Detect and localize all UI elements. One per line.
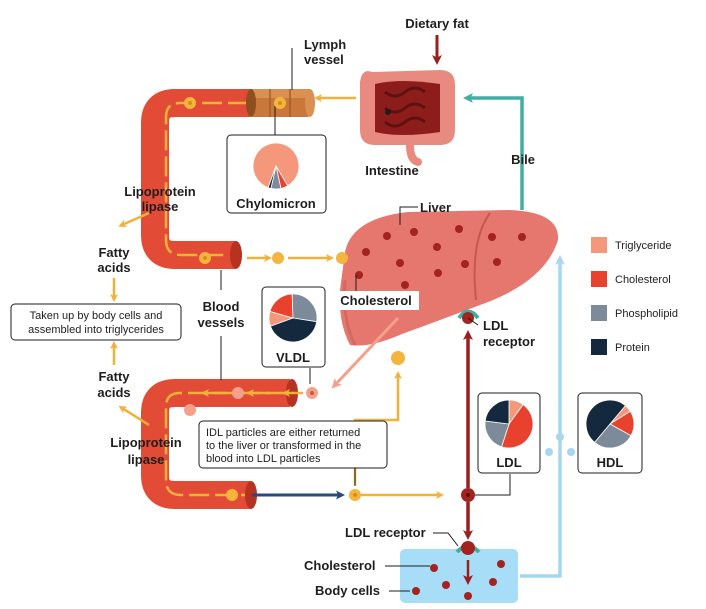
- hdl-particle-3: [567, 448, 575, 456]
- legend-label-triglyceride: Triglyceride: [615, 240, 671, 252]
- pie-ldl-slice-cholesterol: [501, 404, 534, 449]
- pie-chylomicron-slice-triglyceride: [252, 142, 300, 189]
- vldl-particle-1: [306, 387, 318, 399]
- chylomicron-particle-5: [336, 252, 348, 264]
- legend-swatch-phospholipid: [591, 305, 607, 321]
- pie-hdl-slice-protein: [585, 399, 626, 443]
- pie-vldl-slice-protein: [269, 317, 318, 343]
- blood-vessels-label-2: vessels: [198, 315, 245, 330]
- ldl-receptor-cells-label: LDL receptor: [345, 525, 426, 540]
- lymph-vessel-label-2: vessel: [304, 52, 344, 67]
- hdl-box: HDL: [577, 392, 643, 474]
- dietary-fat-label: Dietary fat: [405, 16, 469, 31]
- chylomicron-particle-2: [274, 97, 286, 109]
- lymph-vessel-label-1: Lymph: [304, 37, 346, 52]
- ldl-label: LDL: [496, 455, 521, 470]
- chylomicron-pie-chart: [252, 142, 300, 190]
- hdl-particle-2: [545, 448, 553, 456]
- legend-swatch-cholesterol: [591, 271, 607, 287]
- lymph-vessel: [246, 89, 315, 117]
- bile-label: Bile: [511, 152, 535, 167]
- vldl-box: VLDL: [261, 286, 326, 368]
- blood-vessels-label-1: Blood: [203, 299, 240, 314]
- pie-ldl-slice-phospholipid: [484, 420, 510, 448]
- vldl-particle-2: [232, 387, 244, 399]
- body-cells-label: Body cells: [315, 583, 380, 598]
- cholesterol-cells-label: Cholesterol: [304, 558, 376, 573]
- ldl-pie-chart: [484, 399, 534, 449]
- taken-up-box: Taken up by body cells and assembled int…: [10, 303, 182, 341]
- legend-label-cholesterol: Cholesterol: [615, 274, 671, 286]
- flow-arrows: [110, 35, 565, 592]
- liver-label: Liver: [420, 200, 451, 215]
- chylomicron-label: Chylomicron: [236, 196, 316, 211]
- taken-up-line-1: Taken up by body cells and: [30, 310, 163, 322]
- lipoprotein-lipase-top-2: lipase: [142, 199, 179, 214]
- hdl-particle-1: [556, 433, 564, 441]
- pie-ldl-slice-protein: [484, 399, 510, 425]
- legend-swatch-triglyceride: [591, 237, 607, 253]
- ldl-particle: [461, 488, 475, 502]
- ldl-box: LDL: [477, 392, 541, 474]
- pie-chylomicron-slice-protein: [267, 165, 277, 189]
- idl-particle-2: [349, 489, 361, 501]
- idl-note-line-2: to the liver or transformed in the: [206, 440, 361, 452]
- idl-note-line-1: IDL particles are either returned: [206, 427, 360, 439]
- idl-particle-3: [391, 351, 405, 365]
- intestine-illustration: [360, 70, 455, 166]
- cholesterol-liver-label: Cholesterol: [340, 293, 412, 308]
- lipoprotein-lipase-top-1: Lipoprotein: [124, 184, 196, 199]
- idl-note-box: IDL particles are either returned to the…: [198, 420, 388, 469]
- vldl-particle-3: [184, 404, 196, 416]
- fatty-acids-top-2: acids: [97, 260, 130, 275]
- vldl-pie-chart: [268, 293, 318, 343]
- cholesterol-liver-tag: Cholesterol: [333, 291, 419, 310]
- cells-ldl-receptor: [455, 541, 481, 555]
- legend-swatch-protein: [591, 339, 607, 355]
- chylomicron-particle-1: [184, 97, 196, 109]
- lipoprotein-lipase-bottom-1: Lipoprotein: [110, 435, 182, 450]
- ldl-receptor-liver-1: LDL: [483, 318, 508, 333]
- pie-vldl-slice-phospholipid: [291, 293, 318, 323]
- labels: Dietary fat Lymph vessel Intestine Bile …: [97, 16, 535, 598]
- fatty-acids-bottom-2: acids: [97, 385, 130, 400]
- legend-label-phospholipid: Phospholipid: [615, 308, 678, 320]
- particles: [184, 97, 575, 502]
- vldl-label: VLDL: [276, 350, 310, 365]
- fatty-acids-top-1: Fatty: [98, 245, 130, 260]
- blood-vessel-top: [141, 89, 250, 269]
- idl-note-line-3: blood into LDL particles: [206, 453, 321, 465]
- chylomicron-particle-4: [272, 252, 284, 264]
- chylomicron-box: Chylomicron: [226, 134, 327, 214]
- chylomicron-particle-3: [199, 252, 211, 264]
- blood-vessel-bottom: [141, 379, 298, 509]
- legend-label-protein: Protein: [615, 342, 650, 354]
- body-cells: [400, 549, 518, 603]
- hdl-label: HDL: [597, 455, 624, 470]
- pie-hdl-slice-phospholipid: [594, 423, 632, 449]
- taken-up-line-2: assembled into triglycerides: [28, 324, 164, 336]
- idl-particle-1: [226, 489, 238, 501]
- intestine-label: Intestine: [365, 163, 418, 178]
- fatty-acids-bottom-1: Fatty: [98, 369, 130, 384]
- lipoprotein-lipase-bottom-2: lipase: [128, 452, 165, 467]
- ldl-receptor-liver-2: receptor: [483, 334, 535, 349]
- hdl-pie-chart: [585, 399, 635, 449]
- liver-illustration: [339, 210, 559, 346]
- legend: TriglycerideCholesterolPhospholipidProte…: [591, 237, 678, 355]
